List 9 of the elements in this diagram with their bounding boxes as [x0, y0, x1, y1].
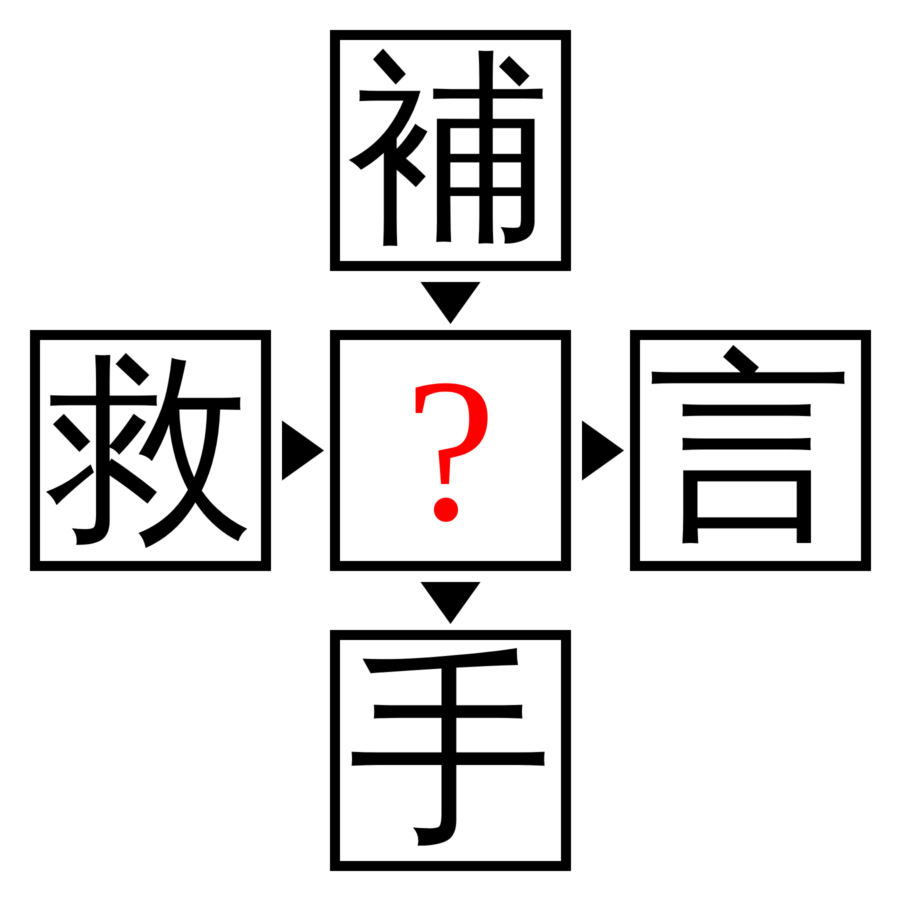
question-mark-box: ? — [330, 330, 571, 571]
arrow — [420, 282, 480, 324]
character-box: 言 — [630, 330, 871, 571]
arrow — [282, 420, 324, 480]
character-box: 補 — [330, 30, 571, 271]
arrow — [582, 420, 624, 480]
arrow — [420, 582, 480, 624]
character-box: 手 — [330, 630, 571, 871]
character-box: 救 — [30, 330, 271, 571]
